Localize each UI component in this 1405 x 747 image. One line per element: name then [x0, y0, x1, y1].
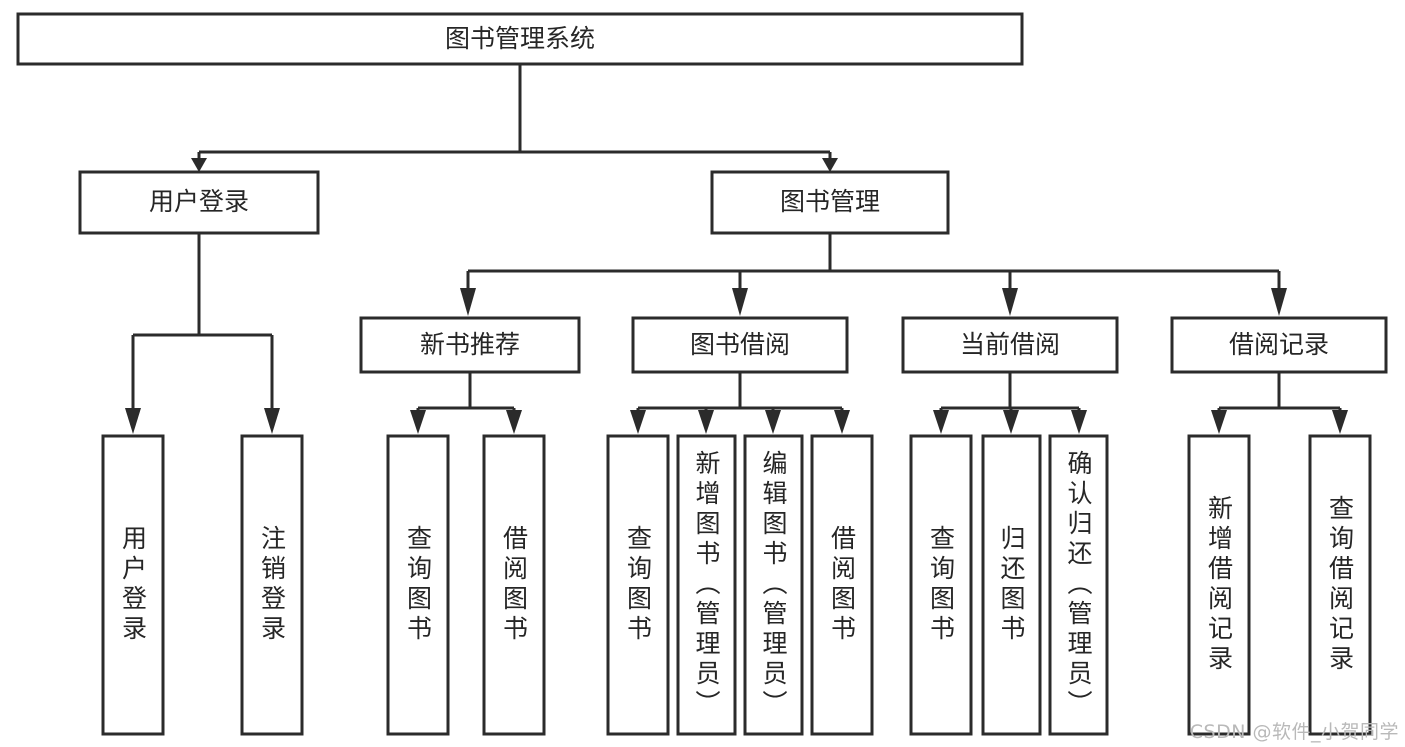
node-borrow-record-label: 借阅记录	[1229, 330, 1329, 359]
arrow-head-leaf-user-login	[125, 408, 141, 434]
arrow-head-book-manage	[822, 158, 838, 172]
node-book-manage[interactable]: 图书管理	[710, 170, 950, 235]
node-leaf-user-logout-box[interactable]	[240, 434, 304, 736]
arrow-head-book-borrow	[732, 288, 748, 316]
watermark: CSDN @软件_小贺同学	[1189, 721, 1399, 743]
arrow-head-leaf-query-book-1	[410, 410, 426, 434]
node-root-box[interactable]	[16, 12, 1024, 66]
node-leaf-add-book-admin-box[interactable]	[676, 434, 737, 736]
node-book-manage-box[interactable]	[710, 170, 950, 235]
node-user-login-box[interactable]	[78, 170, 320, 235]
node-book-manage-label: 图书管理	[780, 187, 880, 216]
node-leaf-query-borrow-record-box[interactable]	[1308, 434, 1372, 736]
arrow-head-leaf-borrow-book-2	[834, 410, 850, 434]
arrow-head-leaf-query-book-3	[933, 410, 949, 434]
node-book-borrow-box[interactable]	[631, 316, 849, 374]
node-user-login-label: 用户登录	[149, 187, 249, 216]
arrow-head-leaf-query-borrow-record	[1332, 410, 1348, 434]
arrow-head-leaf-user-logout	[264, 408, 280, 434]
node-root-label: 图书管理系统	[445, 24, 595, 53]
arrow-head-leaf-return-book	[1003, 410, 1019, 434]
node-leaf-borrow-book-2-box[interactable]	[810, 434, 874, 736]
node-leaf-user-login-box[interactable]	[101, 434, 165, 736]
node-leaf-confirm-return-admin-box[interactable]	[1048, 434, 1109, 736]
arrow-head-leaf-query-book-2	[630, 410, 646, 434]
arrow-head-current-borrow	[1002, 288, 1018, 316]
arrow-head-leaf-add-book-admin	[698, 410, 714, 434]
arrow-head-leaf-borrow-book-1	[506, 410, 522, 434]
node-leaf-edit-book-admin-box[interactable]	[743, 434, 804, 736]
arrow-head-leaf-add-borrow-record	[1211, 410, 1227, 434]
node-root[interactable]: 图书管理系统	[16, 12, 1024, 66]
node-new-book-recommend-box[interactable]	[359, 316, 581, 374]
arrow-head-leaf-confirm-return-admin	[1071, 410, 1087, 434]
arrow-head-user-login	[191, 158, 207, 172]
node-new-book-recommend[interactable]: 新书推荐	[359, 316, 581, 374]
node-current-borrow[interactable]: 当前借阅	[901, 316, 1119, 374]
node-leaf-borrow-book-1-box[interactable]	[482, 434, 546, 736]
connector-layer	[125, 64, 1348, 434]
node-leaf-query-book-1-box[interactable]	[386, 434, 450, 736]
node-book-borrow[interactable]: 图书借阅	[631, 316, 849, 374]
node-leaf-query-book-3-box[interactable]	[909, 434, 973, 736]
arrow-head-borrow-record	[1271, 288, 1287, 316]
node-leaf-query-book-2-box[interactable]	[606, 434, 670, 736]
node-leaf-add-borrow-record-box[interactable]	[1187, 434, 1251, 736]
node-current-borrow-box[interactable]	[901, 316, 1119, 374]
node-current-borrow-label: 当前借阅	[960, 330, 1060, 359]
node-user-login[interactable]: 用户登录	[78, 170, 320, 235]
leaf-box-layer	[101, 434, 1372, 736]
node-new-book-recommend-label: 新书推荐	[420, 330, 520, 359]
node-leaf-return-book-box[interactable]	[981, 434, 1042, 736]
arrow-head-leaf-edit-book-admin	[765, 410, 781, 434]
node-book-borrow-label: 图书借阅	[690, 330, 790, 359]
arrow-head-new-book-recommend	[460, 288, 476, 316]
node-borrow-record-box[interactable]	[1170, 316, 1388, 374]
node-borrow-record[interactable]: 借阅记录	[1170, 316, 1388, 374]
